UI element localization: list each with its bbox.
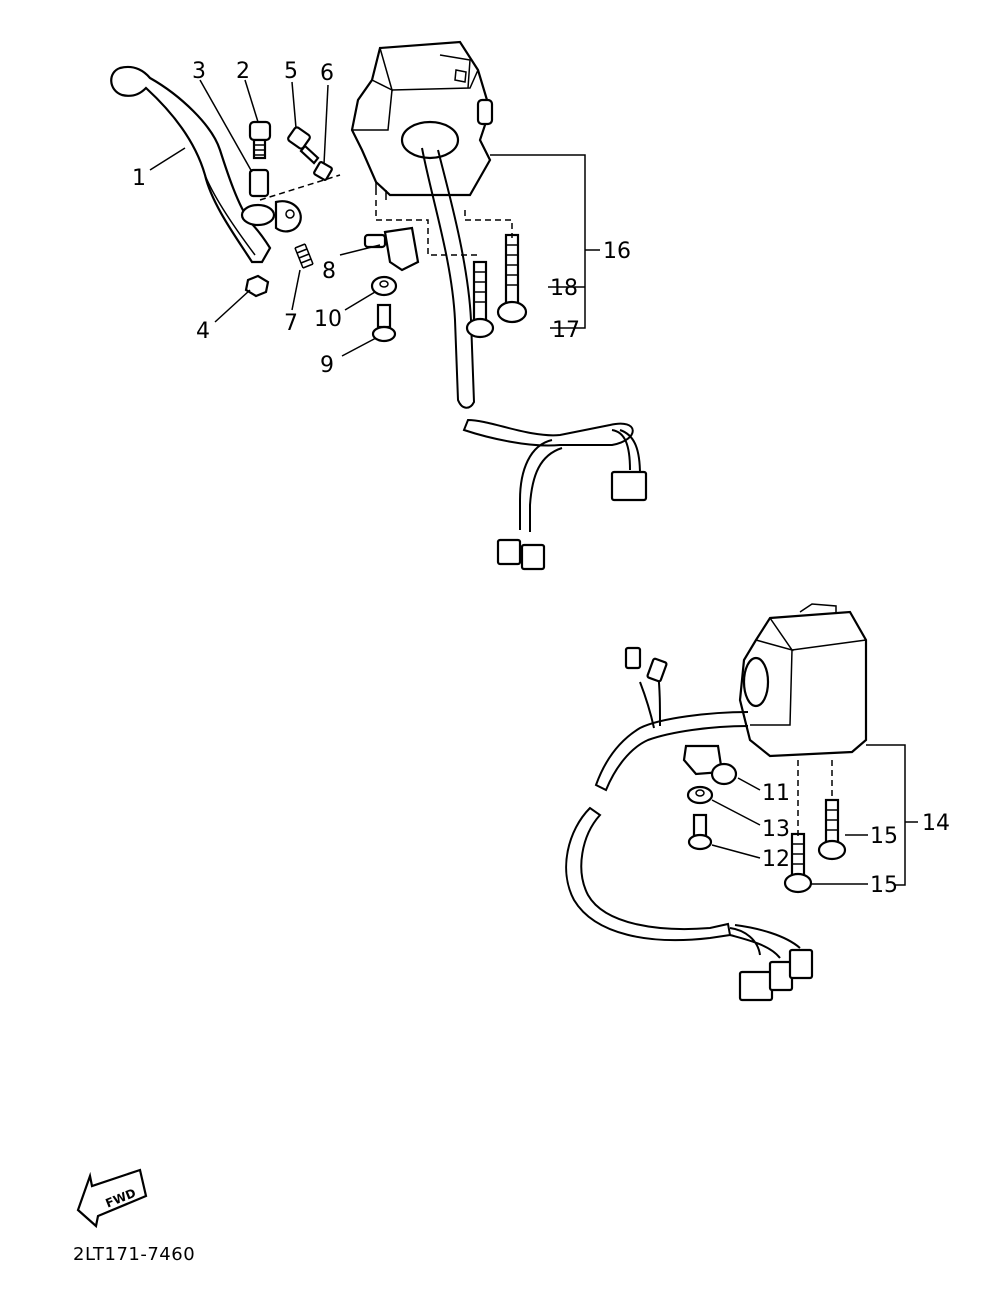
adjuster-nut xyxy=(313,161,333,181)
brake-switch-washer xyxy=(686,785,714,805)
callout-13: 13 xyxy=(762,817,790,842)
adjuster-screw xyxy=(287,126,320,165)
callout-15b: 15 xyxy=(870,873,898,898)
housing-screw-short xyxy=(465,260,495,339)
pivot-bolt xyxy=(248,120,272,160)
right-housing-screw-short xyxy=(783,832,813,894)
clutch-switch xyxy=(363,226,420,272)
callout-10: 10 xyxy=(314,307,342,332)
callout-14: 14 xyxy=(922,811,950,836)
return-spring xyxy=(294,243,314,269)
lower-wire-harness xyxy=(565,646,814,1002)
callout-3: 3 xyxy=(192,59,206,84)
callout-16: 16 xyxy=(603,239,631,264)
left-handlebar-switch-housing xyxy=(350,40,494,200)
callout-4: 4 xyxy=(196,319,210,344)
callout-18: 18 xyxy=(550,276,578,301)
callout-15a: 15 xyxy=(870,824,898,849)
housing-screw-long xyxy=(496,233,528,324)
alignment-line xyxy=(259,174,341,201)
clutch-lever xyxy=(110,65,272,264)
document-code: 2LT171-7460 xyxy=(73,1244,196,1265)
bracket-16 xyxy=(490,154,600,329)
forward-direction-arrow-icon: FWD xyxy=(76,1168,148,1229)
right-handlebar-switch-housing xyxy=(738,603,868,758)
leader-lines-lower xyxy=(711,777,868,885)
callout-1: 1 xyxy=(132,166,146,191)
alignment-line xyxy=(375,200,480,256)
right-housing-screw-long xyxy=(817,798,847,861)
callout-5: 5 xyxy=(284,59,298,84)
callout-2: 2 xyxy=(236,59,250,84)
callout-11: 11 xyxy=(762,781,790,806)
callout-9: 9 xyxy=(320,353,334,378)
callout-12: 12 xyxy=(762,847,790,872)
callout-6: 6 xyxy=(320,61,334,86)
switch-screw xyxy=(371,303,397,343)
upper-wire-harness xyxy=(421,147,648,571)
callout-7: 7 xyxy=(284,311,298,336)
bracket-14 xyxy=(866,744,918,886)
alignment-line xyxy=(464,210,513,238)
brake-switch-screw xyxy=(687,813,713,851)
callout-17: 17 xyxy=(552,318,580,343)
leader-lines-upper xyxy=(149,79,381,357)
switch-washer xyxy=(370,275,398,297)
front-brake-switch xyxy=(682,744,738,786)
callout-8: 8 xyxy=(322,259,336,284)
lever-pivot-boss xyxy=(240,200,302,233)
pivot-collar xyxy=(248,168,270,198)
lever-nut xyxy=(244,274,270,298)
